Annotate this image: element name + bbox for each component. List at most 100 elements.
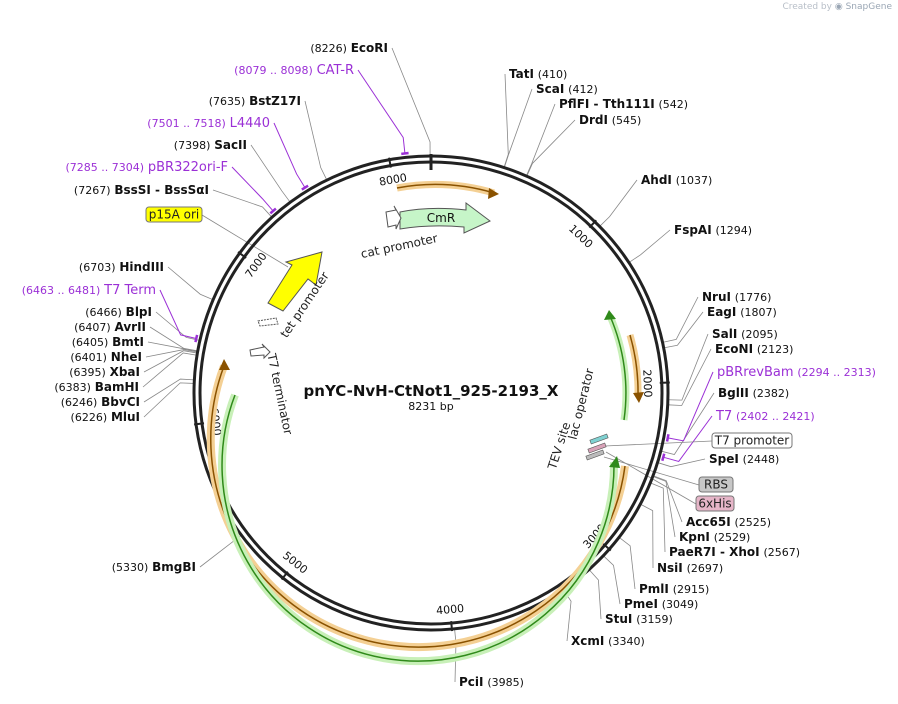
site-name: BssSI - BssSαI: [114, 183, 209, 197]
site-position: (542): [659, 98, 689, 111]
rbs-feature: [585, 449, 605, 461]
site-pmli: PmlI (2915): [639, 582, 709, 596]
cat-promoter-feature: [385, 205, 402, 230]
site-ecori: (8226) EcoRI: [310, 41, 388, 55]
site-position: (5330): [112, 561, 149, 574]
site-leader-line: [143, 350, 198, 373]
site-leader-line: [663, 311, 704, 349]
site-name: PmeI: [624, 597, 658, 611]
primer-mark: [665, 434, 670, 442]
site-name: SpeI: [709, 452, 739, 466]
cmr-feature: [399, 202, 491, 234]
site-name: SalI: [712, 327, 737, 341]
site-name: HindIII: [119, 260, 164, 274]
site-name: EcoNI: [715, 342, 753, 356]
site-leader-line: [143, 378, 195, 403]
primer-leader-line: [663, 415, 713, 463]
site-position: (2123): [757, 343, 794, 356]
site-leader-line: [640, 503, 654, 569]
site-ahdi: AhdI (1037): [641, 173, 712, 187]
gene-arc-bottom-line: [221, 394, 615, 662]
gene-arc-right-arrow: [604, 310, 616, 320]
ruler-label: 2000: [640, 369, 654, 398]
site-position: (3049): [662, 598, 699, 611]
site-name: PciI: [459, 675, 484, 689]
site-name: BmtI: [112, 335, 144, 349]
site-position: (6466): [85, 306, 122, 319]
primer-name: L4440: [230, 116, 270, 131]
site-position: (7398): [174, 139, 211, 152]
site-pflfi-tth111i: PflFI - Tth111I (542): [559, 97, 688, 111]
site-position: (8226): [310, 42, 347, 55]
site-xbai: (6395) XbaI: [69, 365, 140, 379]
site-leader-line: [212, 189, 273, 218]
cds-arc-bottom-arrow: [219, 359, 230, 370]
site-name: XbaI: [110, 365, 140, 379]
site-leader-line: [167, 266, 214, 301]
site-name: Acc65I: [686, 515, 731, 529]
site-bstz17i: (7635) BstZ17I: [209, 94, 301, 108]
site-bglii: BglII (2382): [718, 386, 789, 400]
site-bsssi-bsss-i: (7267) BssSI - BssSαI: [74, 183, 209, 197]
site-name: XcmI: [571, 634, 604, 648]
box-6xhis: [695, 495, 735, 512]
site-bmgbi: (5330) BmgBI: [112, 560, 196, 574]
ruler-label: 4000: [436, 602, 465, 617]
site-position: (1037): [676, 174, 713, 187]
box-rbs: [698, 476, 734, 493]
site-position: (6401): [70, 351, 107, 364]
site-fspai: FspAI (1294): [674, 223, 752, 237]
site-name: TatI: [509, 67, 534, 81]
site-leader-line: [503, 73, 509, 168]
primer-name: pBRrevBam: [717, 365, 794, 380]
primer-cat-r: (8079 .. 8098) CAT-R: [234, 63, 354, 78]
site-nsii: NsiI (2697): [657, 561, 723, 575]
box-label-p15a-ori: p15A ori: [149, 208, 200, 222]
snapgene-credit: Created by ◉ SnapGene: [782, 2, 892, 12]
site-leader-line: [628, 229, 671, 263]
small-feature-left: [257, 317, 279, 327]
site-drdi: DrdI (545): [579, 113, 641, 127]
site-spei: SpeI (2448): [709, 452, 779, 466]
primer-range: (7501 .. 7518): [147, 117, 226, 130]
site-paer7i-xhoi: PaeR7I - XhoI (2567): [669, 545, 800, 559]
site-position: (7267): [74, 184, 111, 197]
site-leader-line: [143, 382, 195, 418]
credit-text: Created by: [782, 2, 832, 12]
site-position: (6407): [74, 321, 111, 334]
site-position: (1776): [735, 291, 772, 304]
primer-l4440: (7501 .. 7518) L4440: [147, 116, 270, 131]
site-leader-line: [526, 119, 576, 177]
site-name: BstZ17I: [249, 94, 301, 108]
site-leader-line: [588, 569, 602, 620]
site-leader-line: [142, 352, 198, 388]
site-name: BmgBI: [152, 560, 196, 574]
plasmid-name: pnYC-NvH-CtNot1_925-2193_X: [304, 382, 559, 400]
site-name: NheI: [111, 350, 142, 364]
site-leader-line: [250, 144, 291, 203]
site-leader-line: [618, 536, 636, 590]
site-leader-line: [662, 296, 699, 343]
site-position: (2525): [735, 516, 772, 529]
primer-mark: [401, 151, 409, 156]
ruler-tick: [193, 422, 205, 426]
site-position: (6383): [54, 381, 91, 394]
site-avrii: (6407) AvrII: [74, 320, 146, 334]
site-blpi: (6466) BlpI: [85, 305, 152, 319]
site-leader-line: [145, 349, 198, 358]
box-leader-line: [604, 440, 713, 447]
site-bbvci: (6246) BbvCI: [61, 395, 140, 409]
primer-range: (2402 .. 2421): [736, 410, 815, 423]
site-position: (2095): [741, 328, 778, 341]
site-sali: SalI (2095): [712, 327, 778, 341]
ruler-tick: [588, 219, 597, 229]
site-leader-line: [667, 348, 712, 406]
site-position: (6246): [61, 396, 98, 409]
site-name: NruI: [702, 290, 731, 304]
site-name: FspAI: [674, 223, 712, 237]
site-position: (2382): [753, 387, 790, 400]
site-stui: StuI (3159): [605, 612, 673, 626]
tet-promoter-feature: [267, 251, 323, 312]
box-t7-promoter: [711, 432, 793, 449]
site-position: (2448): [743, 453, 780, 466]
